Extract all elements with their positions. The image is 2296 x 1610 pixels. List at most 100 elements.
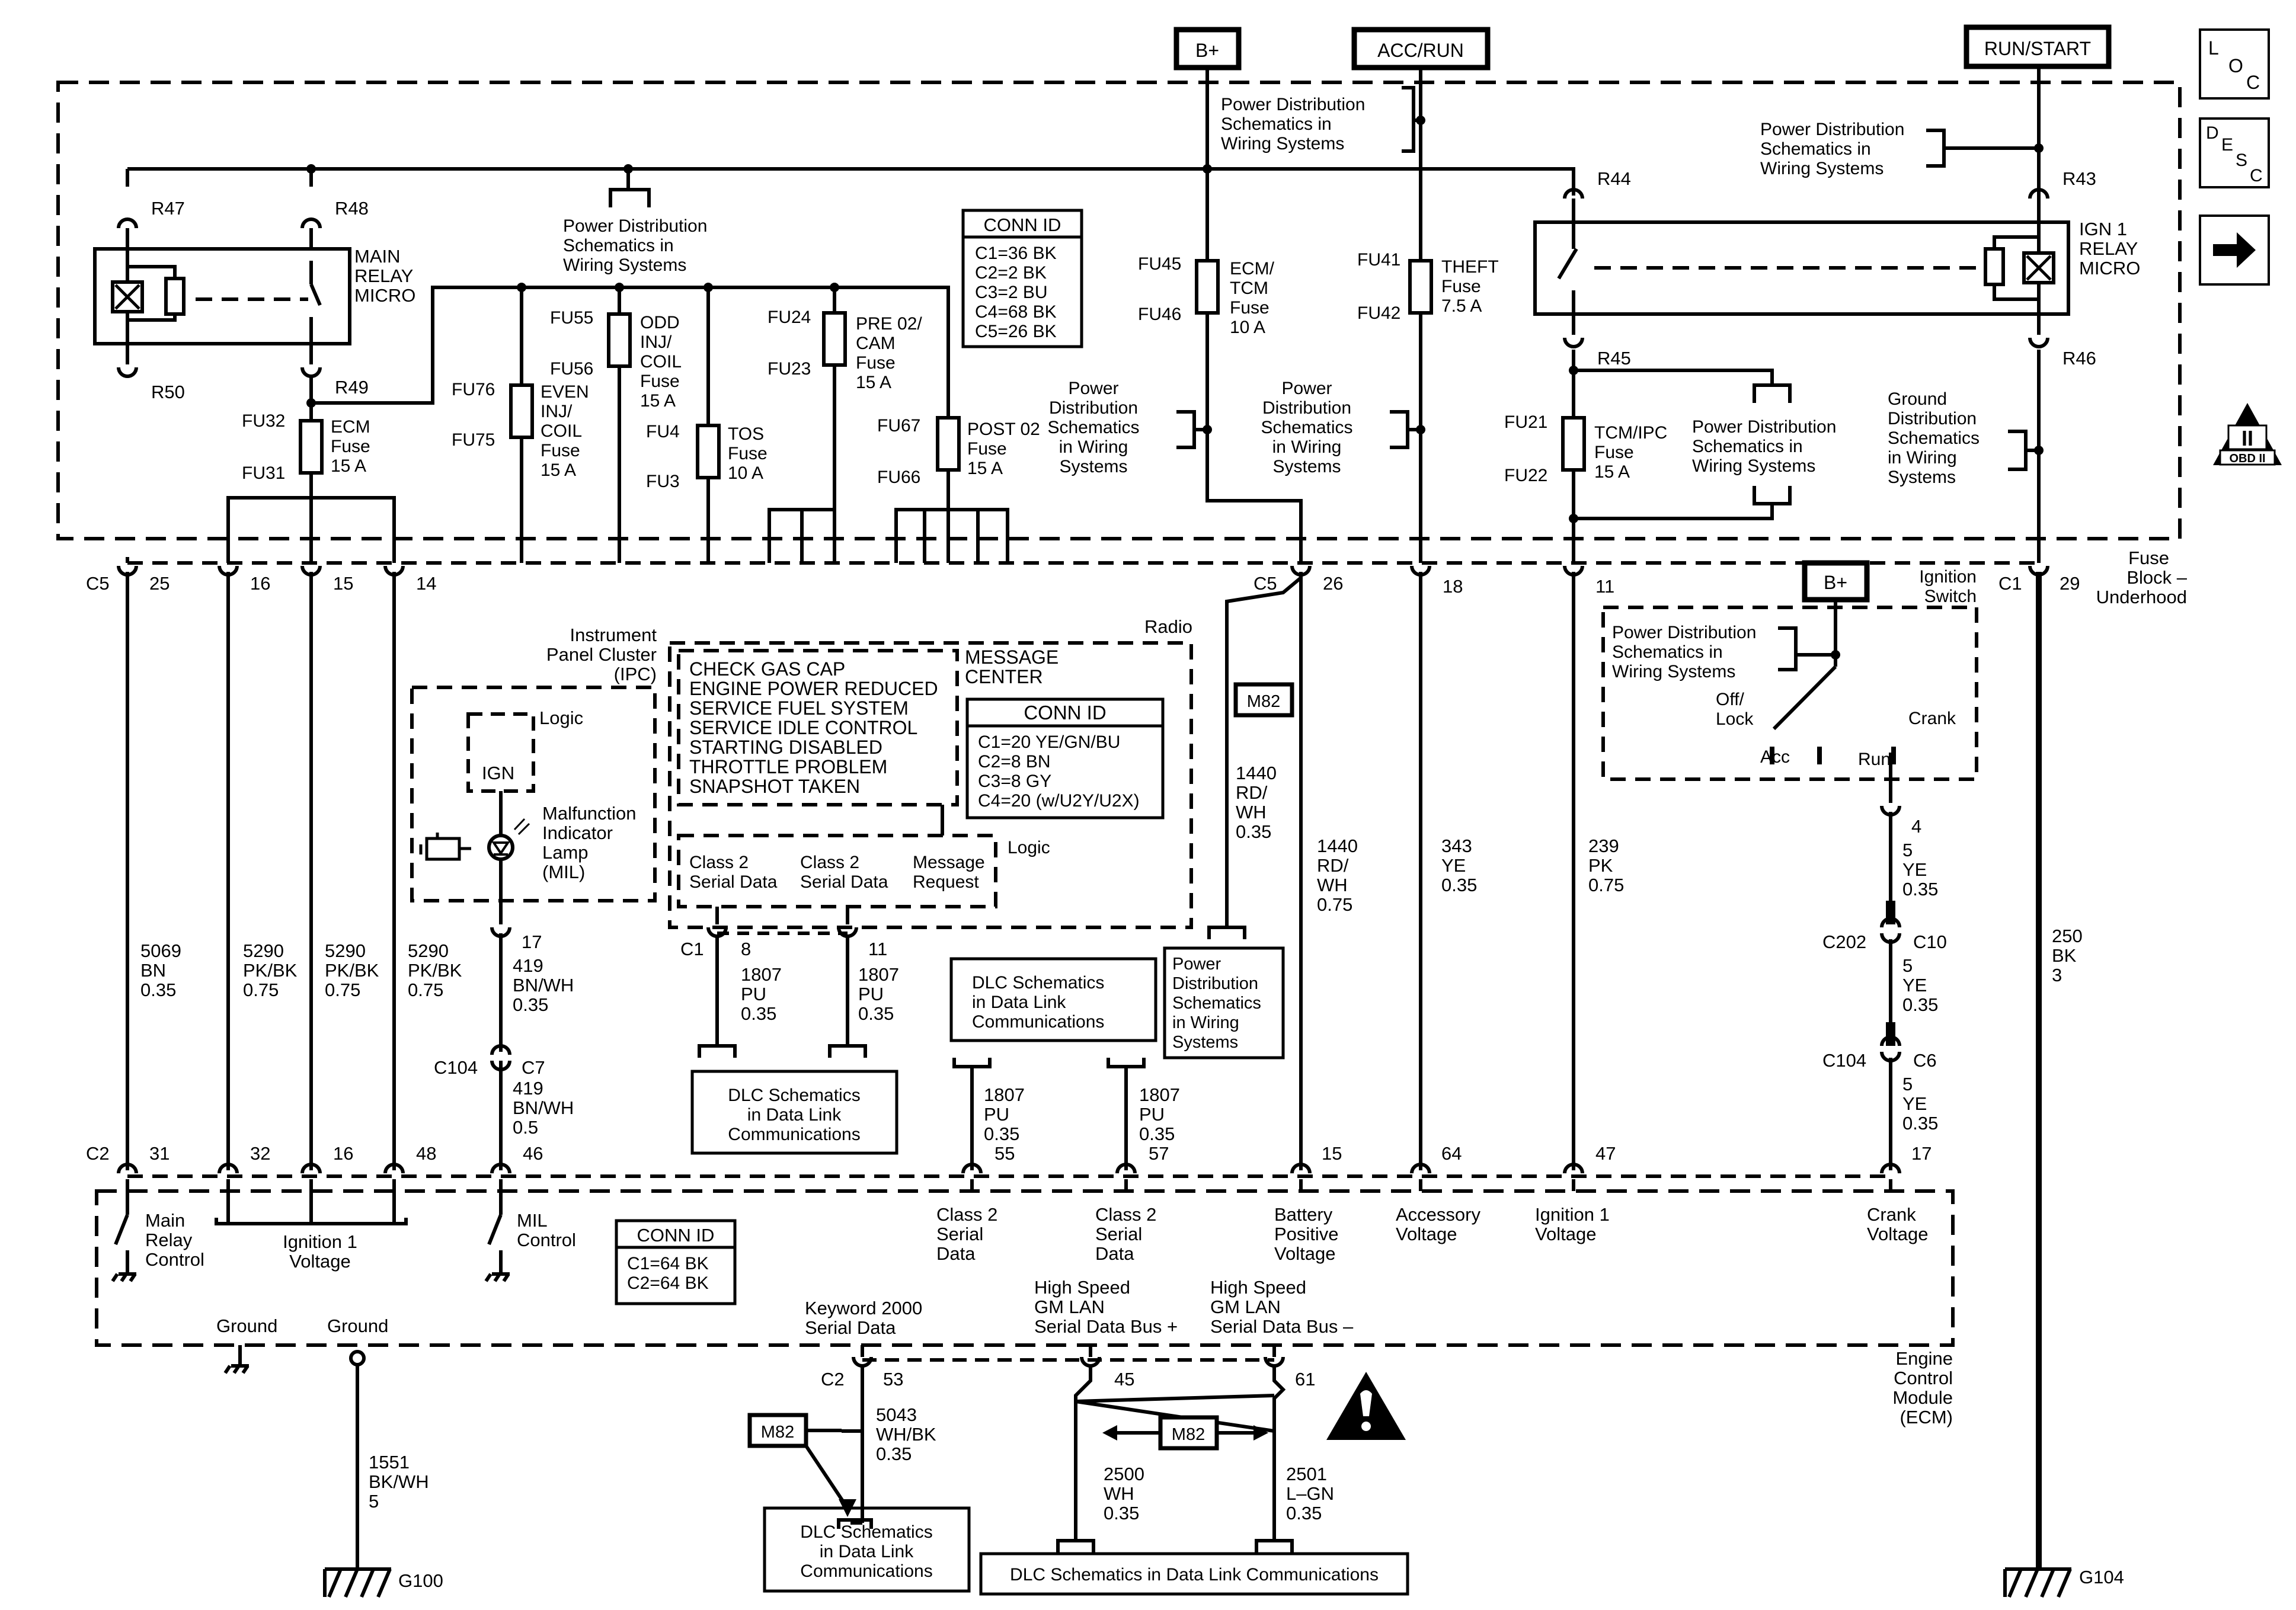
svg-text:0.35: 0.35 (1902, 994, 1938, 1015)
svg-text:Schematics in: Schematics in (1760, 139, 1871, 159)
svg-text:Communications: Communications (728, 1125, 860, 1144)
feed-run-start: RUN/START (1964, 24, 2112, 69)
svg-text:Schematics: Schematics (1261, 418, 1352, 437)
svg-text:BN/WH: BN/WH (513, 975, 574, 996)
svg-text:1807: 1807 (858, 964, 899, 985)
fuse-ecm (299, 419, 324, 475)
svg-text:DLC Schematics: DLC Schematics (728, 1086, 860, 1105)
svg-text:15 A: 15 A (856, 373, 891, 392)
svg-text:GM LAN: GM LAN (1034, 1297, 1105, 1317)
svg-text:Fuse: Fuse (728, 444, 768, 463)
fuse-tcm-ipc (1561, 416, 1586, 472)
svg-text:Instrument: Instrument (570, 625, 657, 645)
dlc-box-long: DLC Schematics in Data Link Communicatio… (979, 1552, 1409, 1596)
svg-text:C6: C6 (1913, 1050, 1937, 1071)
svg-text:RD/: RD/ (1236, 782, 1268, 803)
pd-tcm-ipc: Power Distribution Schematics in Wiring … (1692, 417, 1836, 476)
svg-text:FU46: FU46 (1138, 305, 1181, 324)
svg-text:C1: C1 (680, 939, 704, 959)
fuse-post-o2 (936, 416, 961, 472)
svg-text:SNAPSHOT TAKEN: SNAPSHOT TAKEN (689, 776, 860, 797)
svg-text:C10: C10 (1913, 932, 1947, 952)
svg-text:TOS: TOS (728, 424, 764, 444)
svg-text:in Wiring: in Wiring (1172, 1013, 1239, 1032)
svg-text:0.75: 0.75 (1588, 875, 1624, 895)
svg-text:5: 5 (1902, 1074, 1913, 1094)
svg-text:Power: Power (1068, 379, 1118, 398)
svg-text:Accessory: Accessory (1396, 1204, 1480, 1225)
svg-text:YE: YE (1441, 855, 1466, 876)
svg-text:R48: R48 (335, 198, 369, 219)
m82-gmlan: M82 (1158, 1415, 1219, 1451)
svg-text:Class 2: Class 2 (936, 1204, 997, 1225)
svg-text:L: L (2208, 37, 2219, 59)
dlc-box-middle: DLC Schematics in Data Link Communicatio… (949, 957, 1157, 1042)
svg-text:PU: PU (984, 1104, 1009, 1125)
svg-text:16: 16 (333, 1143, 353, 1164)
svg-text:INJ/: INJ/ (541, 402, 573, 421)
svg-text:Request: Request (913, 872, 979, 892)
svg-text:MESSAGE: MESSAGE (965, 646, 1059, 668)
svg-text:Lamp: Lamp (542, 842, 589, 863)
svg-text:PU: PU (1139, 1104, 1165, 1125)
fuse-odd-inj (607, 312, 632, 368)
svg-text:343: 343 (1441, 836, 1472, 856)
loc-button[interactable]: L O C (2199, 28, 2270, 100)
svg-text:INJ/: INJ/ (640, 332, 672, 352)
svg-text:Relay: Relay (145, 1230, 193, 1250)
svg-text:POST 02: POST 02 (967, 420, 1040, 439)
svg-text:Schematics in: Schematics in (1692, 437, 1803, 456)
svg-text:Data: Data (936, 1243, 976, 1264)
svg-text:RD/: RD/ (1317, 855, 1349, 876)
svg-text:Power: Power (1281, 379, 1332, 398)
svg-text:FU45: FU45 (1138, 254, 1181, 274)
svg-text:WH: WH (1236, 802, 1267, 822)
svg-text:R45: R45 (1597, 348, 1631, 369)
svg-text:Fuse: Fuse (1594, 443, 1634, 462)
svg-text:FU67: FU67 (877, 416, 920, 436)
svg-text:ENGINE POWER REDUCED: ENGINE POWER REDUCED (689, 678, 938, 699)
svg-text:PK: PK (1588, 855, 1613, 876)
svg-text:Serial Data: Serial Data (800, 872, 888, 892)
svg-text:Control: Control (145, 1249, 204, 1270)
svg-text:64: 64 (1441, 1143, 1462, 1164)
svg-text:CAM: CAM (856, 334, 896, 353)
svg-text:C1=20 YE/GN/BU: C1=20 YE/GN/BU (978, 732, 1120, 752)
ign1-relay (1533, 184, 2070, 348)
svg-text:M82: M82 (1172, 1425, 1205, 1444)
ecm-border (95, 1189, 1955, 1347)
svg-text:YE: YE (1902, 859, 1927, 880)
svg-text:Power Distribution: Power Distribution (1692, 417, 1836, 437)
svg-text:C4=20 (w/U2Y/U2X): C4=20 (w/U2Y/U2X) (978, 791, 1140, 811)
svg-text:Voltage: Voltage (1867, 1224, 1928, 1244)
svg-text:1807: 1807 (1139, 1084, 1180, 1105)
svg-text:15 A: 15 A (967, 459, 1003, 478)
svg-text:in Data Link: in Data Link (820, 1542, 914, 1561)
check-engine-icon (419, 833, 471, 861)
svg-text:Block –: Block – (2126, 567, 2187, 588)
svg-text:High Speed: High Speed (1210, 1277, 1306, 1298)
svg-text:RELAY: RELAY (2079, 238, 2138, 259)
desc-button[interactable]: D E S C (2199, 117, 2270, 188)
svg-text:M82: M82 (1247, 692, 1280, 711)
svg-text:Switch: Switch (1924, 587, 1977, 606)
next-button[interactable] (2199, 215, 2270, 286)
svg-text:B+: B+ (1824, 572, 1847, 593)
ground-g100-icon (323, 1567, 392, 1598)
svg-text:Fuse: Fuse (1230, 298, 1269, 318)
svg-text:FU22: FU22 (1504, 466, 1547, 485)
svg-text:0.75: 0.75 (325, 980, 360, 1000)
svg-text:C1=36 BK: C1=36 BK (975, 244, 1057, 263)
svg-text:15: 15 (333, 573, 353, 594)
svg-text:Schematics: Schematics (1172, 994, 1261, 1013)
fuse-even-inj (509, 383, 534, 439)
ignition-bplus: B+ (1802, 560, 1870, 603)
svg-text:57: 57 (1149, 1143, 1169, 1164)
svg-text:10 A: 10 A (1230, 318, 1265, 337)
svg-text:TCM/IPC: TCM/IPC (1594, 423, 1667, 443)
svg-text:53: 53 (883, 1369, 903, 1390)
svg-text:Data: Data (1095, 1243, 1134, 1264)
svg-text:ECM/: ECM/ (1230, 259, 1275, 279)
radio-border (668, 641, 1193, 929)
svg-text:BN: BN (140, 960, 166, 981)
